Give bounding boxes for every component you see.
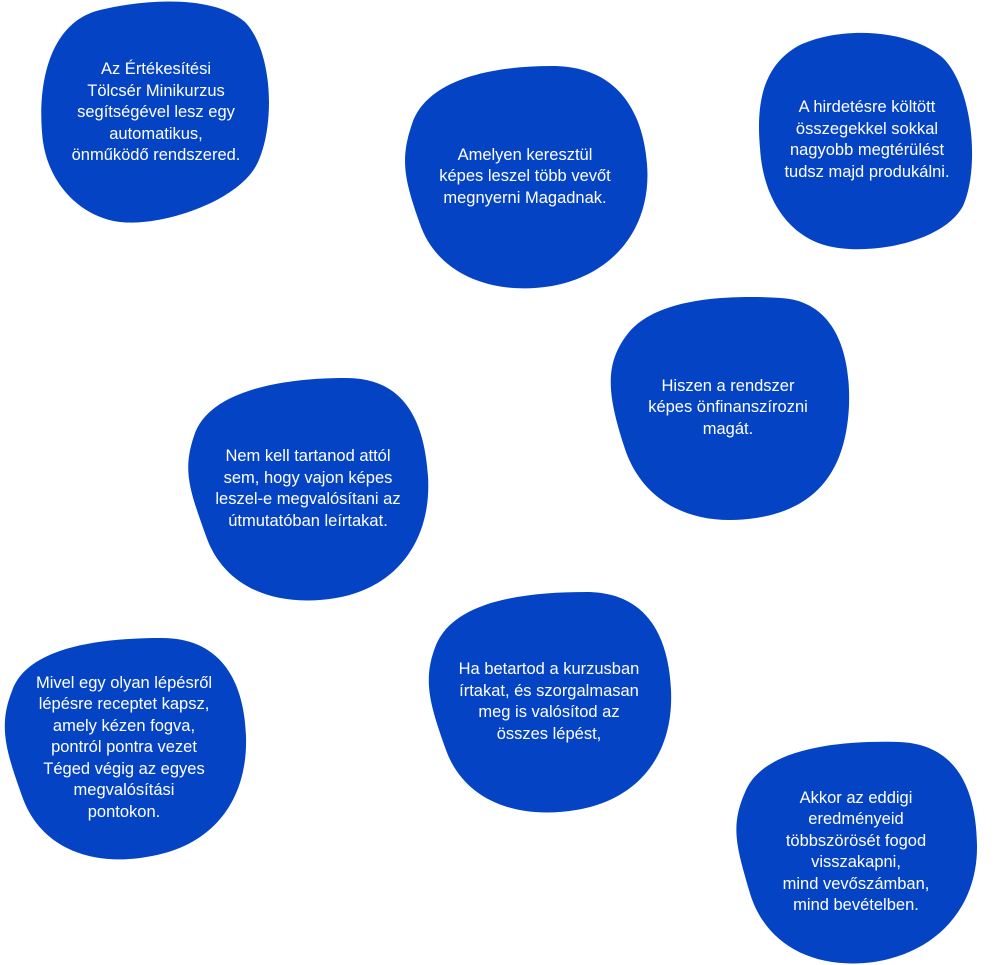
bubble-shape [610,296,850,521]
bubble-text: Hiszen a rendszer képes önfinanszírozni … [648,376,808,438]
text-bubble-4: Hiszen a rendszer képes önfinanszírozni … [606,296,850,521]
text-bubble-6: Ha betartod a kurzusban írtakat, és szor… [426,590,672,814]
text-bubble-2: Amelyen keresztül képes leszel több vevő… [402,64,648,290]
bubble-shape [405,66,648,289]
bubble-text: Mivel egy olyan lépésről lépésre recepte… [35,673,213,821]
text-bubble-3: A hirdetésre költött összegekkel sokkal … [758,28,976,252]
bubble-shape [758,32,973,250]
bubble-shape [428,592,672,813]
bubble-text: A hirdetésre költött összegekkel sokkal … [784,98,950,181]
bubble-text: Az Értékesítési Tölcsér Minikurzus segít… [71,60,241,165]
bubble-text: Nem kell tartanod attól sem, hogy vajon … [215,447,401,530]
bubble-shape [736,741,978,964]
bubble-text: Ha betartod a kurzusban írtakat, és szor… [458,660,640,743]
text-bubble-7: Mivel egy olyan lépésről lépésre recepte… [2,636,247,860]
text-bubble-8: Akkor az eddigi eredményeid többszörösét… [734,740,978,964]
text-bubble-5: Nem kell tartanod attól sem, hogy vajon … [186,376,430,602]
bubble-shape [41,1,269,223]
bubble-text: Akkor az eddigi eredményeid többszörösét… [782,788,930,915]
bubble-text: Amelyen keresztül képes leszel több vevő… [439,145,611,207]
bubble-shape [4,638,247,860]
bubble-shape [188,378,429,601]
text-bubble-1: Az Értékesítési Tölcsér Minikurzus segít… [40,1,272,224]
